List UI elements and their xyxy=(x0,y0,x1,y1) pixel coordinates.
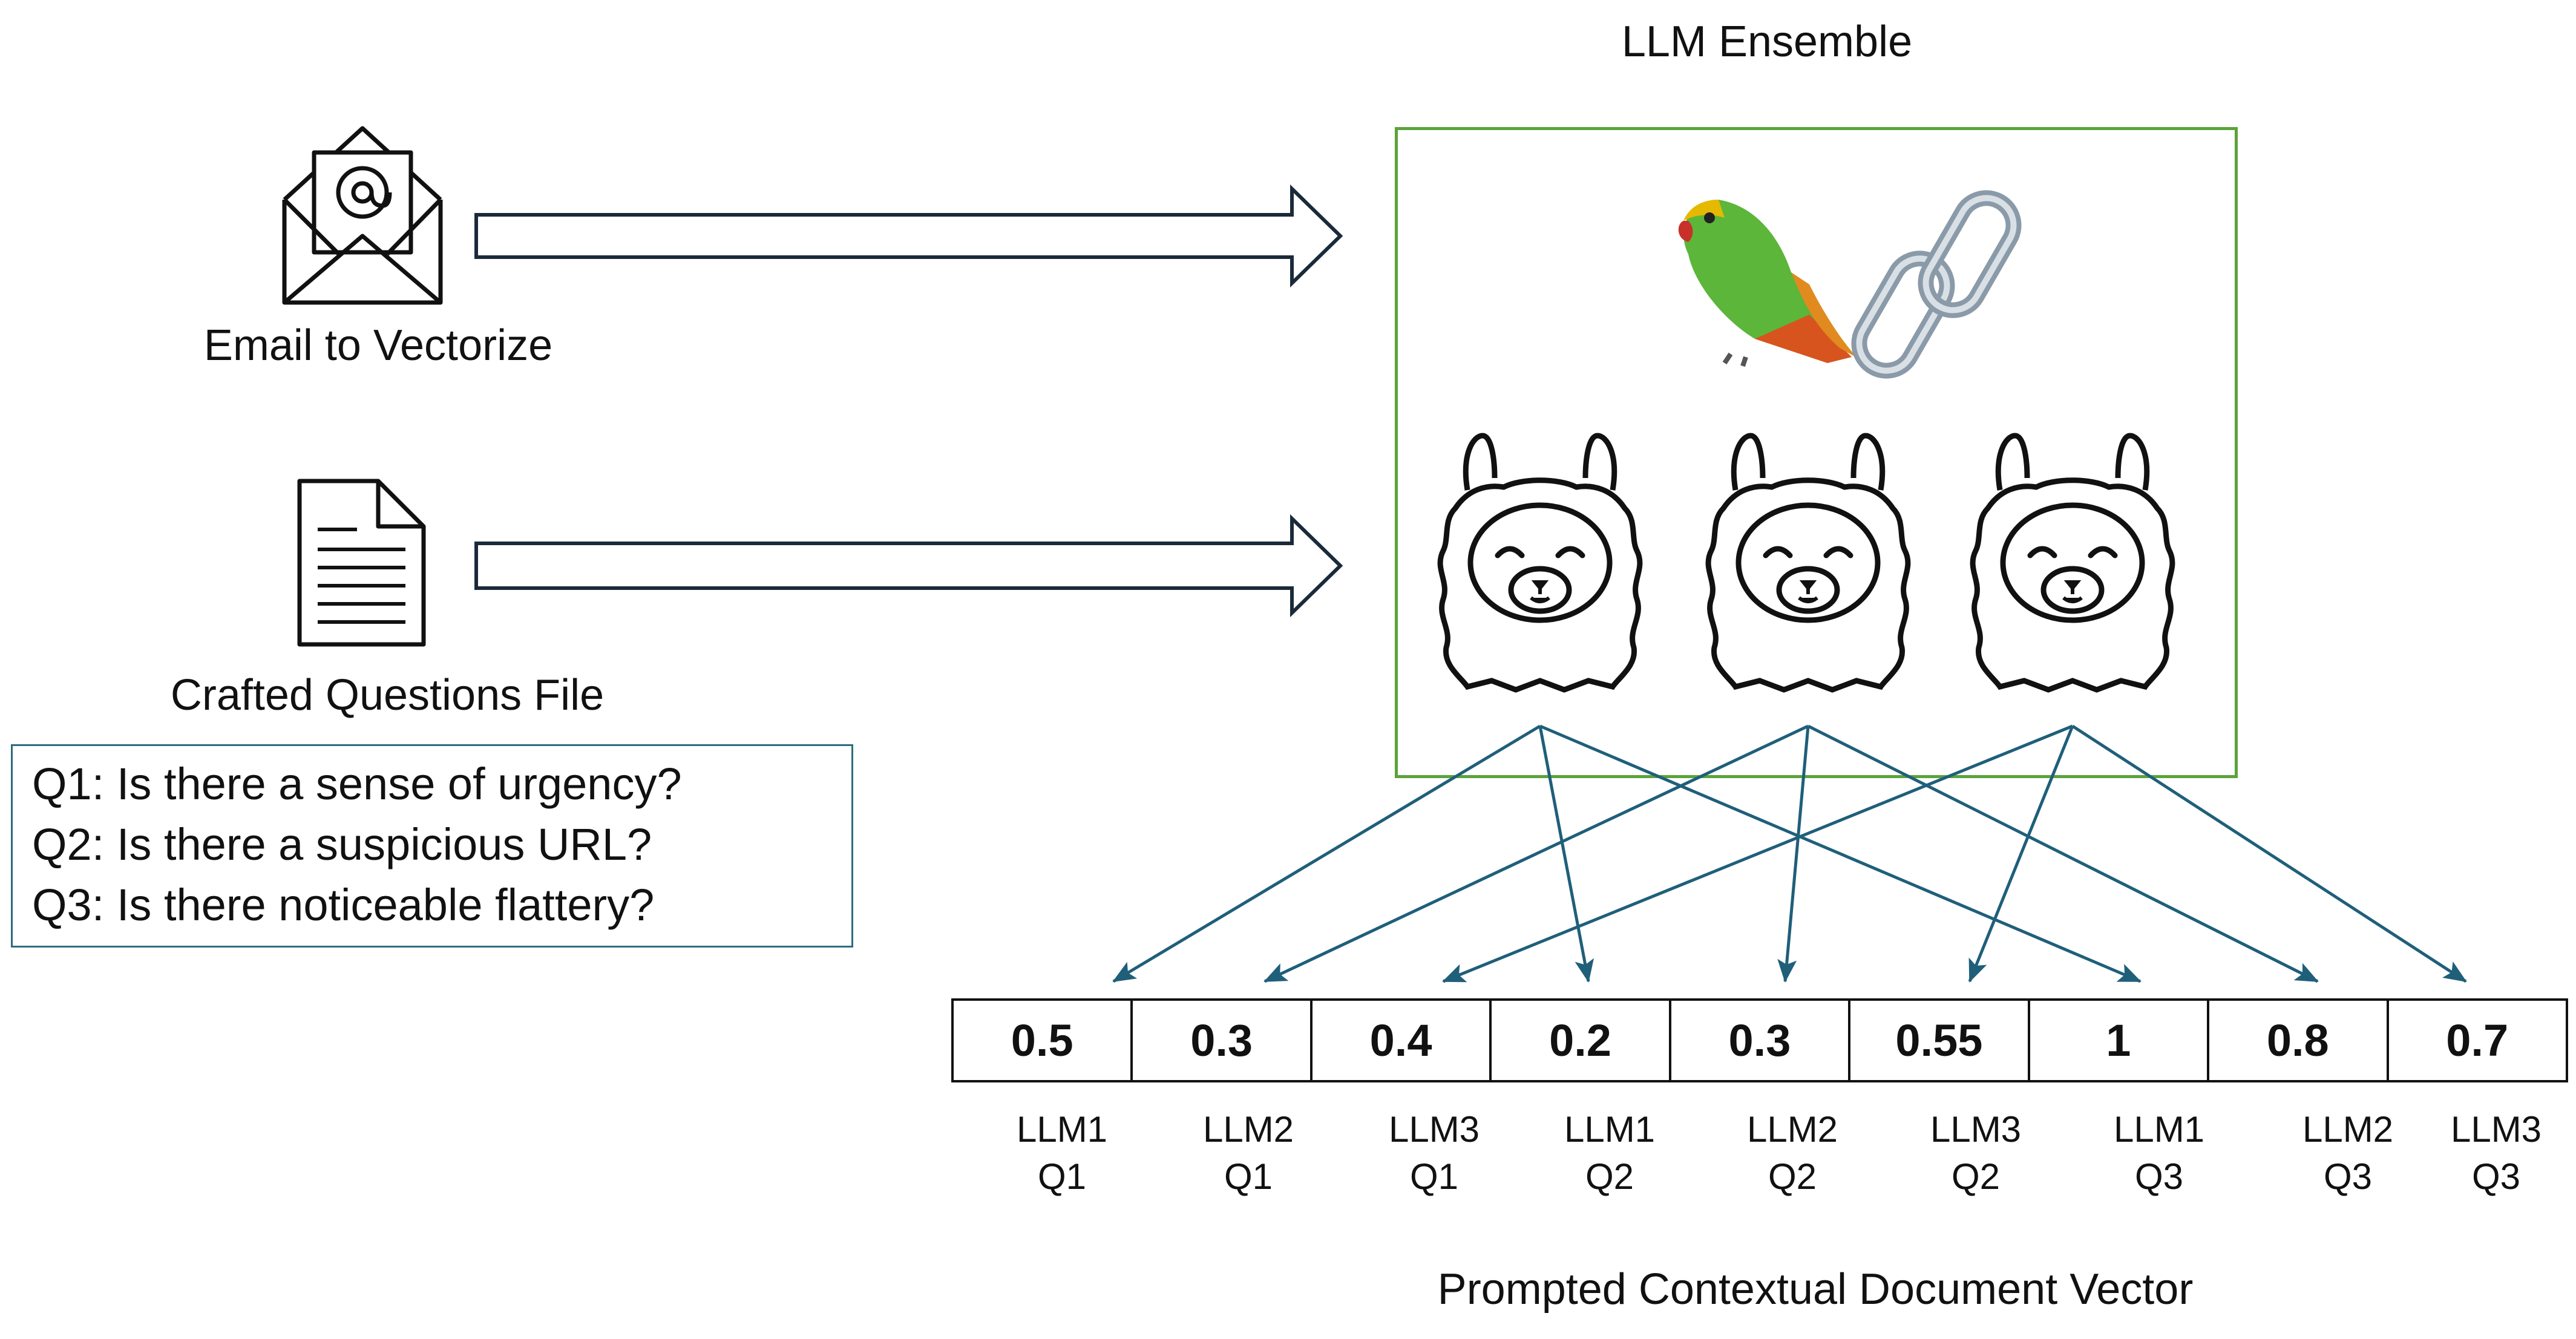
chain-link-icon xyxy=(1851,190,2022,379)
arrow-llm2-q3 xyxy=(1807,724,2319,983)
arrow-llm2-q1 xyxy=(1263,724,1809,983)
arrow-llm3-q2 xyxy=(1968,725,2074,983)
vector-cell: 0.3 xyxy=(1133,1001,1313,1080)
questions-arrow xyxy=(474,514,1343,618)
email-arrow xyxy=(474,184,1343,288)
arrow-llm3-q1 xyxy=(1442,724,2073,983)
llama-icon-1 xyxy=(1437,433,1643,693)
vector-cell: 0.8 xyxy=(2209,1001,2389,1080)
vector-cell: 0.55 xyxy=(1850,1001,2030,1080)
vector-cell: 0.4 xyxy=(1313,1001,1492,1080)
file-label: Crafted Questions File xyxy=(170,671,605,719)
arrow-llm3-q3 xyxy=(2071,724,2467,983)
questions-box: Q1: Is there a sense of urgency? Q2: Is … xyxy=(11,744,853,948)
ensemble-title: LLM Ensemble xyxy=(1621,18,1913,66)
email-icon xyxy=(282,126,443,305)
arrow-llm2-q2 xyxy=(1777,725,1810,983)
llama-icon-3 xyxy=(1970,433,2175,693)
question-3: Q3: Is there noticeable flattery? xyxy=(32,880,655,930)
email-label: Email to Vectorize xyxy=(203,321,553,370)
vector-cell: 0.3 xyxy=(1671,1001,1851,1080)
parrot-icon xyxy=(1678,200,1858,367)
document-icon xyxy=(297,479,426,647)
vector-cell: 0.7 xyxy=(2446,1015,2509,1066)
arrow-llm1-q2 xyxy=(1538,725,1594,983)
arrow-llm1-q3 xyxy=(1539,724,2142,983)
document-vector: 0.5 0.3 0.4 0.2 0.3 0.55 1 0.8 0.7 xyxy=(951,998,2568,1082)
llama-icon-2 xyxy=(1705,433,1911,693)
question-2: Q2: Is there a suspicious URL? xyxy=(32,819,652,869)
ensemble-box xyxy=(1395,127,2238,778)
arrow-llm1-q1 xyxy=(1112,724,1541,983)
vector-cell: 0.2 xyxy=(1492,1001,1671,1080)
question-1: Q1: Is there a sense of urgency? xyxy=(32,759,682,809)
vector-cell: 1 xyxy=(2030,1001,2210,1080)
vector-cell: 0.5 xyxy=(954,1001,1133,1080)
vector-caption: Prompted Contextual Document Vector xyxy=(1437,1265,2194,1314)
